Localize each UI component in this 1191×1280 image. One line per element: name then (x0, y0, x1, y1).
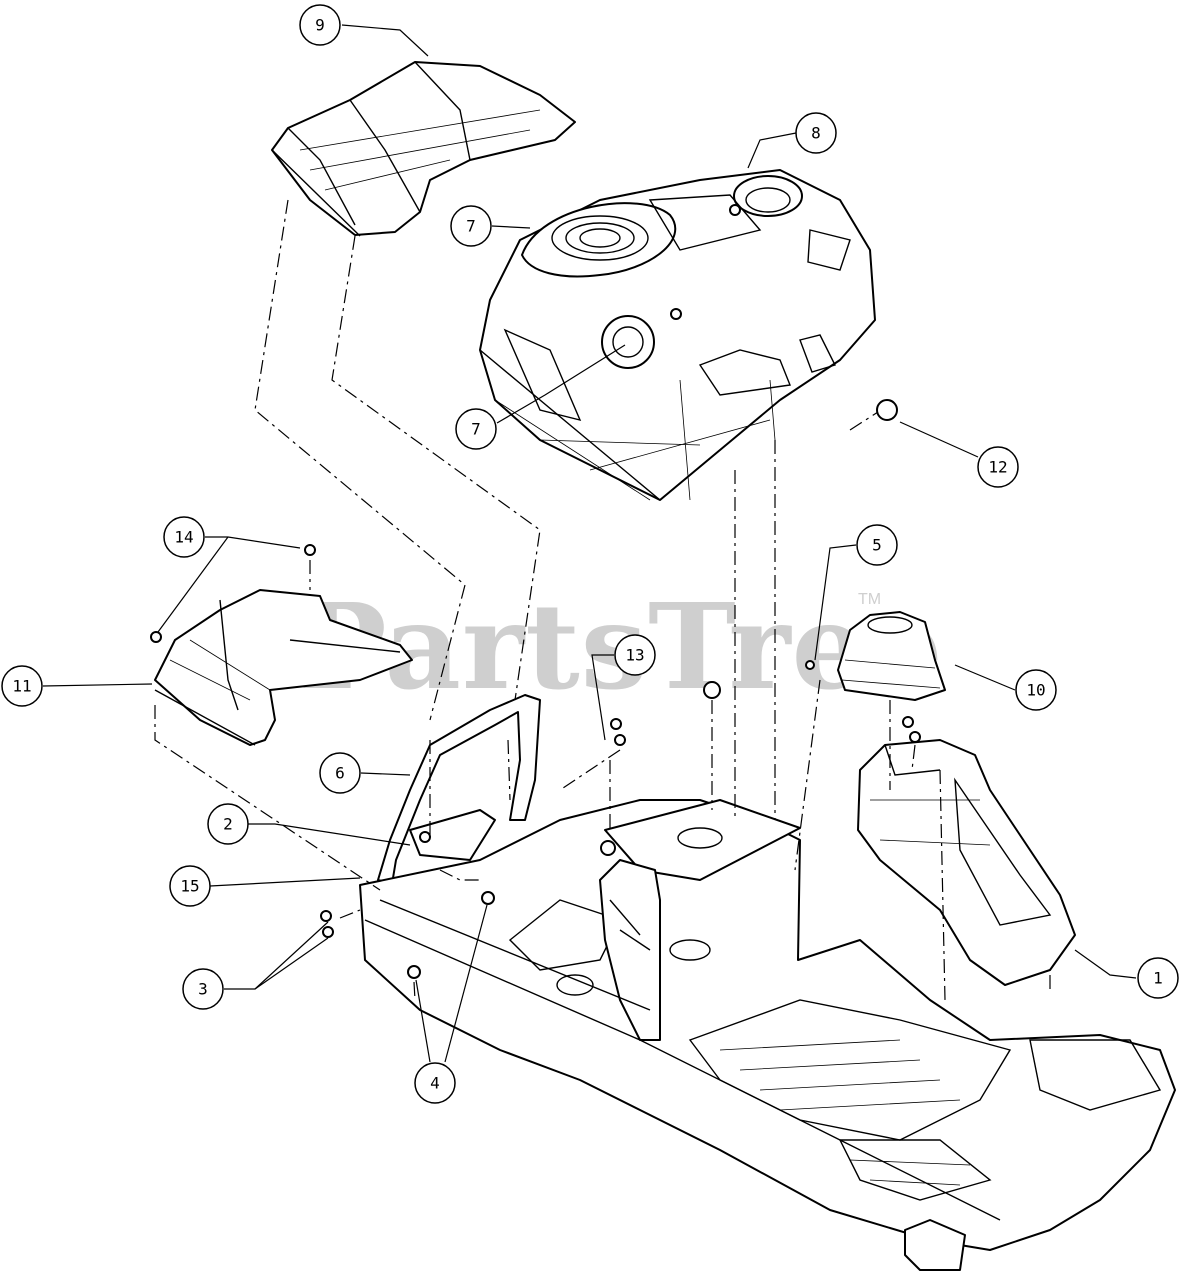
svg-text:1: 1 (1153, 969, 1163, 988)
svg-text:4: 4 (430, 1074, 440, 1093)
callout-12: 12 (977, 446, 1019, 488)
part-1-console (857, 739, 1076, 986)
svg-text:12: 12 (988, 458, 1007, 477)
svg-text:3: 3 (198, 980, 208, 999)
callout-13: 13 (614, 634, 656, 676)
callout-5: 5 (856, 524, 898, 566)
svg-text:10: 10 (1026, 681, 1045, 700)
watermark-trademark: TM (858, 591, 881, 608)
svg-text:5: 5 (872, 536, 882, 555)
callout-4: 4 (414, 1062, 456, 1104)
part-12-plug (876, 399, 898, 421)
callout-7-upper: 7 (450, 205, 492, 247)
callout-10: 10 (1015, 669, 1057, 711)
callout-6: 6 (319, 752, 361, 794)
svg-text:7: 7 (466, 217, 476, 236)
svg-text:9: 9 (315, 16, 325, 35)
svg-text:14: 14 (174, 528, 193, 547)
assembly-lines (154, 199, 1051, 1001)
svg-text:15: 15 (180, 877, 199, 896)
svg-text:7: 7 (471, 420, 481, 439)
svg-text:13: 13 (625, 646, 644, 665)
callout-8: 8 (795, 112, 837, 154)
part-10-column-cover (837, 611, 946, 701)
callout-7-lower: 7 (455, 408, 497, 450)
svg-text:2: 2 (223, 815, 233, 834)
callout-3: 3 (182, 968, 224, 1010)
part-8-hood (479, 169, 876, 501)
svg-text:11: 11 (12, 677, 31, 696)
callout-bubbles: 9 8 7 7 12 14 5 11 (1, 4, 1179, 1104)
svg-text:6: 6 (335, 764, 345, 783)
callout-2: 2 (207, 803, 249, 845)
callout-14: 14 (163, 516, 205, 558)
callout-11: 11 (1, 665, 43, 707)
svg-text:8: 8 (811, 124, 821, 143)
callout-1: 1 (1137, 957, 1179, 999)
callout-9: 9 (299, 4, 341, 46)
part-9-cover (271, 61, 576, 237)
leader-lines (42, 24, 1137, 1063)
callout-15: 15 (169, 865, 211, 907)
chassis-frame (150, 204, 1176, 1271)
part-11-bracket (154, 589, 413, 746)
